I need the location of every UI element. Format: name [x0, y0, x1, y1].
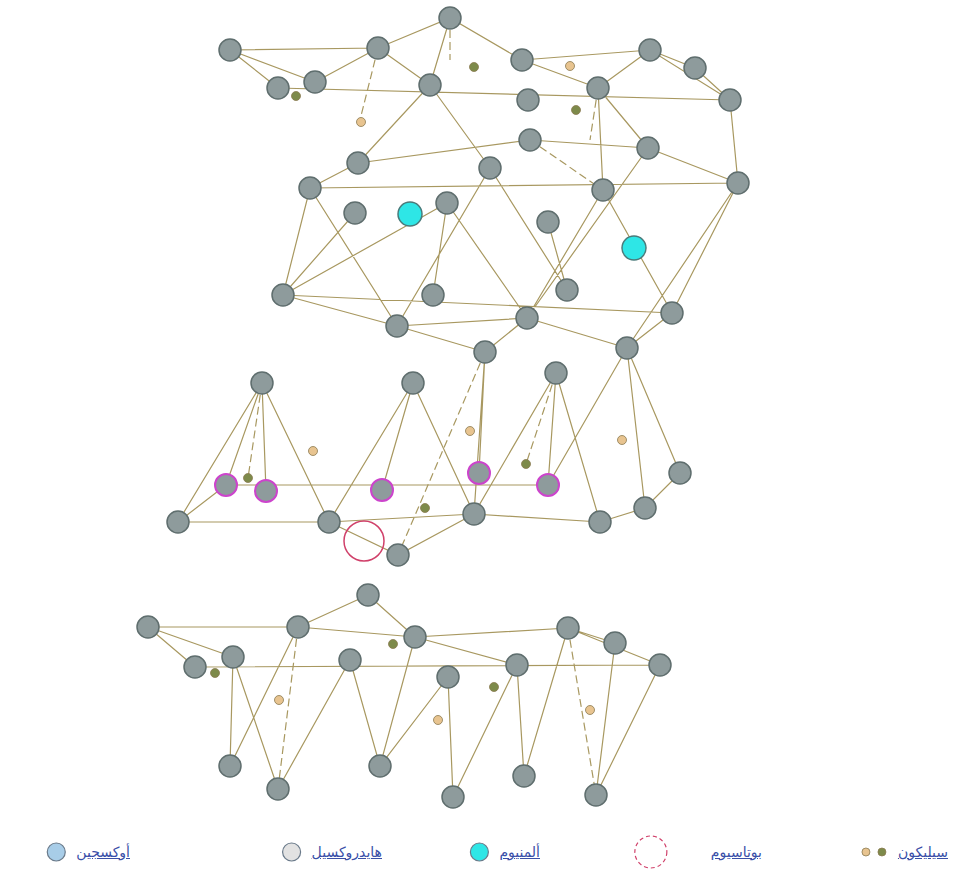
legend-sample: [470, 843, 488, 861]
legend-label: أوكسجين: [76, 843, 130, 861]
bond-lines: [148, 18, 738, 797]
silicon-atoms: [211, 62, 627, 725]
hydroxyl-atoms: [215, 462, 559, 502]
legend-sample-dot: [862, 848, 870, 856]
legend-sample: [283, 843, 301, 861]
legend-sample-circle: [635, 836, 667, 868]
aluminium-atoms: [398, 202, 646, 260]
legend-label: هايدروكسيل: [312, 843, 382, 861]
legend-sample: [635, 836, 667, 868]
legend-sample: [862, 848, 886, 856]
legend-label: سيليكون: [898, 843, 948, 861]
potassium-atom: [344, 521, 384, 561]
legend-sample: [47, 843, 65, 861]
legend-sample-dot: [878, 848, 886, 856]
legend-label: ألمنيوم: [499, 843, 540, 861]
legend-swatch: [470, 843, 488, 861]
oxygen-atoms: [137, 7, 749, 808]
legend-swatch: [47, 843, 65, 861]
legend-swatch: [283, 843, 301, 861]
legend-label: بوتاسيوم: [711, 843, 762, 861]
